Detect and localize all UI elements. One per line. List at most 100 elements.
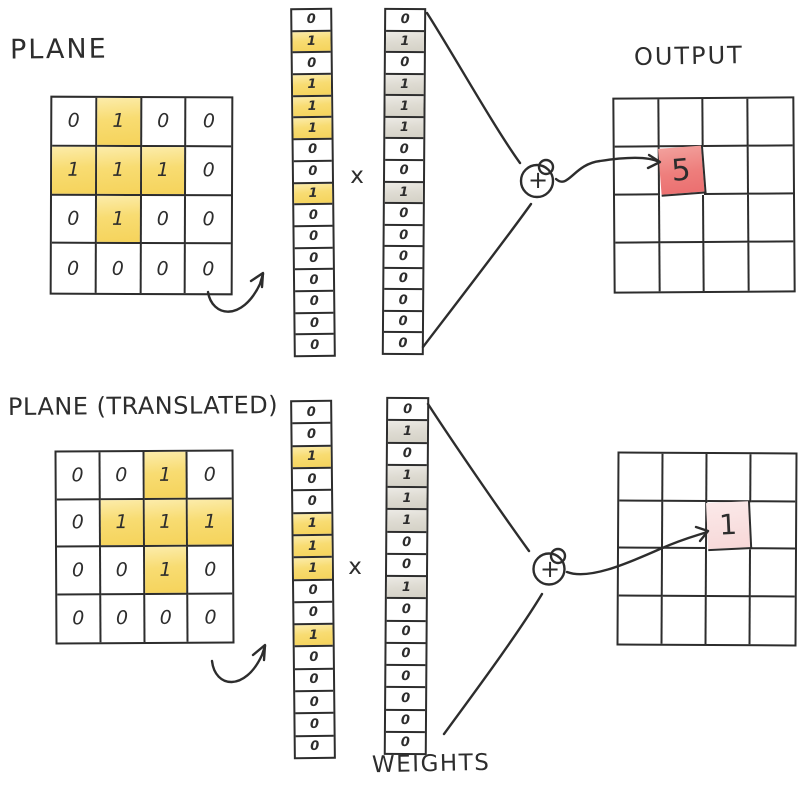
output-cell (615, 243, 661, 292)
plane-cell: 0 (100, 547, 145, 595)
vector-cell: 0 (306, 404, 316, 420)
vector-cell: 1 (294, 622, 333, 646)
vector-cell: 0 (387, 530, 427, 553)
vector-cell: 0 (294, 224, 333, 247)
plane-cell: 0 (186, 146, 232, 196)
plane-cell: 1 (141, 146, 187, 196)
vector-cell: 0 (387, 441, 427, 464)
output-cell (707, 454, 752, 502)
output-cell (614, 147, 660, 196)
plane-cell: 1 (96, 97, 142, 147)
vector-cell: 0 (384, 223, 423, 246)
vector-cell: 0 (292, 51, 331, 74)
output-cell (619, 453, 664, 502)
output-cell (748, 146, 793, 195)
vector-cell: 1 (385, 115, 424, 138)
plane-cell: 0 (96, 244, 142, 293)
output-cell (703, 98, 749, 148)
vector-cell: 1 (292, 72, 332, 95)
plane-cell: 1 (144, 546, 189, 595)
vector-cell: 0 (295, 712, 334, 735)
vector-cell: 1 (384, 180, 424, 203)
vector-cell: 0 (293, 578, 333, 602)
vector-cell: 1 (293, 555, 332, 579)
vector-cell: 0 (384, 201, 423, 224)
vector-cell: 0 (383, 331, 422, 354)
vector-cell: 0 (385, 708, 426, 731)
output-cell (749, 242, 794, 290)
plane-cell: 0 (100, 452, 145, 500)
plus-icon: + (527, 166, 549, 194)
plane-cell: 0 (56, 499, 101, 548)
vector-cell: 0 (294, 202, 333, 226)
output-cell (703, 146, 749, 195)
plane-cell: 0 (100, 594, 145, 643)
vector-cell: 1 (385, 29, 425, 52)
vector-cell: 0 (386, 663, 426, 687)
plane-cell: 0 (52, 97, 98, 147)
vector-cell: 0 (384, 245, 423, 267)
plane-cell: 0 (51, 243, 97, 293)
output-cell (751, 454, 796, 502)
vector-cell: 1 (293, 181, 333, 204)
plane-cell: 1 (96, 195, 142, 245)
plane-cell: 0 (204, 606, 217, 629)
sum-input-line-top-upper (425, 11, 522, 165)
plane-cell: 0 (141, 195, 187, 245)
output-cell (662, 548, 707, 597)
output-cell (619, 501, 664, 549)
vector-cell: 0 (387, 552, 427, 576)
vector-cell: 0 (386, 686, 426, 709)
vector-cell: 1 (292, 444, 331, 468)
output-value-cell: 1 (706, 500, 753, 551)
plane-cell: 1 (52, 146, 97, 196)
plane-cell: 0 (186, 98, 232, 148)
output-cell (704, 242, 750, 291)
output-cell (658, 99, 704, 148)
output-title: OUTPUT (633, 41, 745, 71)
vector-cell: 0 (293, 489, 332, 512)
vector-cell: 1 (387, 419, 428, 442)
output-cell (659, 242, 705, 292)
plane-translated-title: PLANE (TRANSLATED) (7, 391, 279, 421)
vector-cell: 0 (294, 246, 333, 269)
output-cell (748, 194, 794, 243)
vector-cell: 1 (293, 94, 332, 117)
vector-cell: 0 (385, 137, 424, 160)
vector-cell: 1 (293, 533, 332, 557)
plane-cell: 0 (57, 547, 101, 595)
plus-icon: + (539, 555, 561, 583)
vector-cell: 0 (385, 50, 424, 73)
sum-input-line-top-lower (421, 202, 533, 349)
vector-cell: 0 (306, 12, 316, 28)
vector-cell: 0 (294, 268, 334, 291)
plane-cell: 0 (56, 452, 101, 500)
flatten-arrow-head-icon (249, 271, 265, 289)
vector-cell: 0 (293, 159, 332, 182)
output-cell (662, 596, 707, 644)
sum-input-line-bottom-lower (442, 592, 544, 736)
vector-cell: 0 (295, 333, 334, 356)
output-cell (704, 194, 749, 243)
flatten-arrow-head-icon (251, 643, 267, 662)
vector-cell: 1 (386, 574, 427, 598)
multiply-symbol: x (350, 163, 364, 189)
vector-cell: 1 (293, 116, 332, 139)
output-grid: 1 (616, 451, 798, 647)
vector-cell: 0 (400, 12, 410, 28)
output-cell (618, 596, 663, 644)
plane-cell: 0 (141, 98, 187, 147)
flatten-arrow-icon (210, 644, 267, 684)
vector-cell: 0 (292, 422, 331, 445)
vector-cell: 0 (386, 641, 426, 665)
output-cell (751, 597, 795, 645)
output-cell (750, 549, 795, 597)
plane-cell: 0 (144, 594, 189, 642)
vector-cell: 1 (387, 463, 427, 487)
plane-cell: 0 (51, 195, 97, 245)
